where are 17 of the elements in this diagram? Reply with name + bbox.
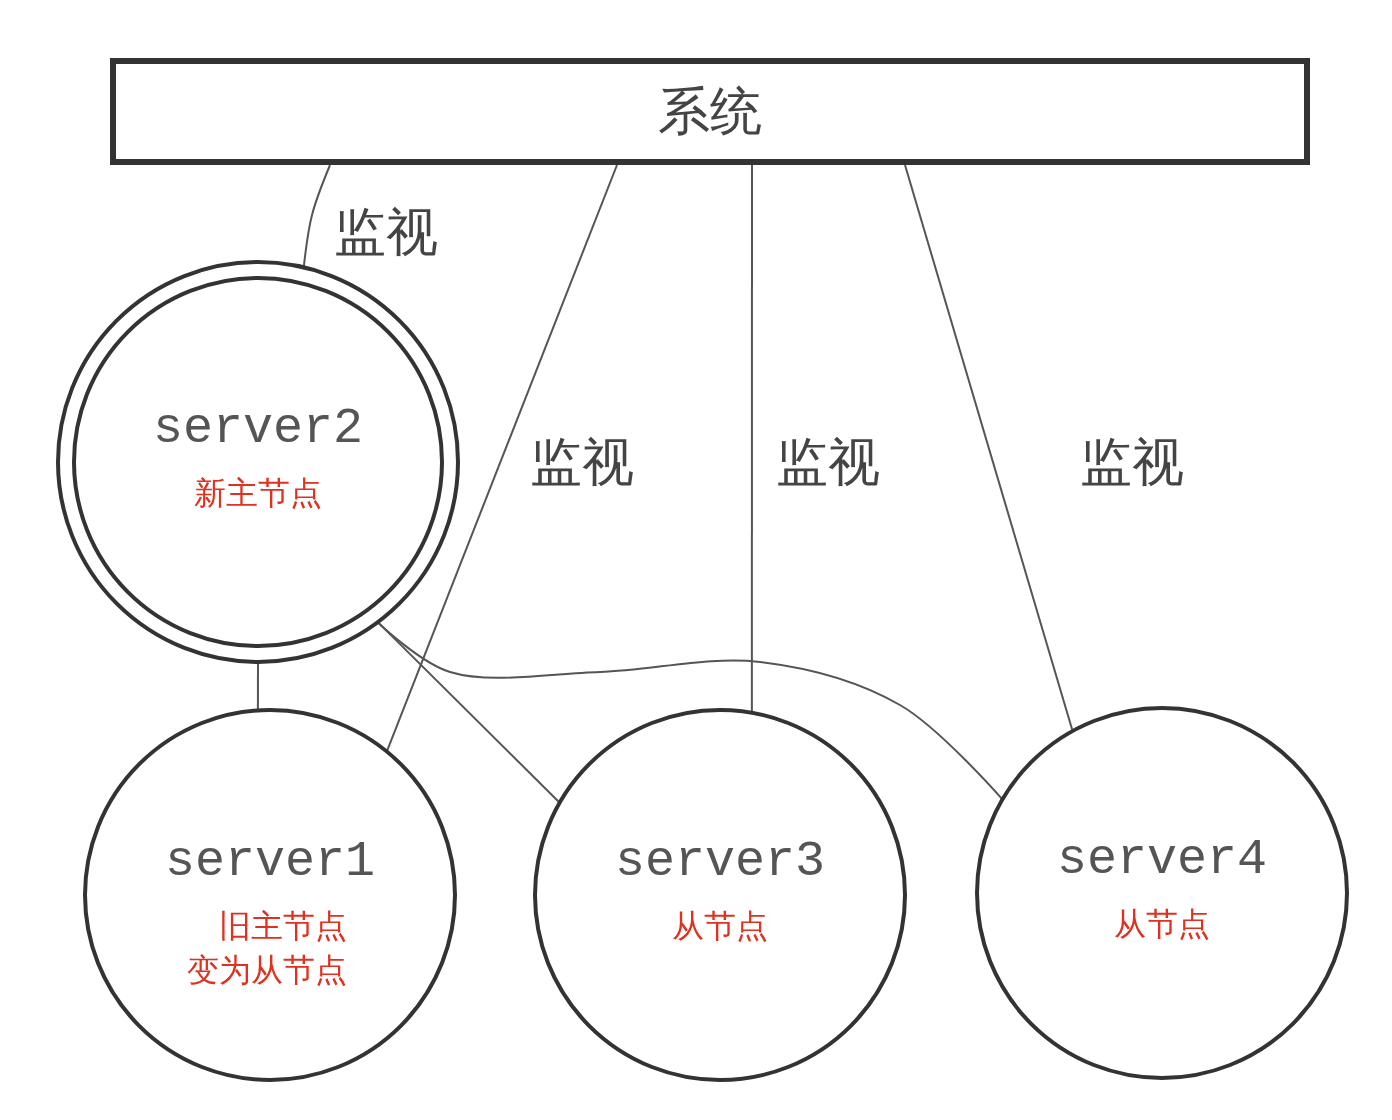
circle-node — [533, 708, 907, 1082]
role-note: 旧主节点变为从节点 — [187, 906, 348, 991]
box-title: 系统 — [658, 79, 762, 143]
circle-node — [83, 708, 457, 1082]
connector-line — [376, 621, 1004, 801]
circle-node — [975, 706, 1349, 1080]
server-name: server2 — [153, 400, 363, 457]
server-name: server4 — [1057, 831, 1267, 888]
role-note: 新主节点 — [194, 473, 322, 514]
server-name: server1 — [165, 833, 375, 890]
system-box — [110, 58, 1310, 165]
connector-line — [385, 164, 618, 753]
server-name: server3 — [615, 833, 825, 890]
connector-line — [750, 164, 753, 714]
role-note: 从节点 — [672, 906, 768, 947]
role-note: 从节点 — [1114, 904, 1210, 945]
double-circle-node — [56, 260, 460, 664]
